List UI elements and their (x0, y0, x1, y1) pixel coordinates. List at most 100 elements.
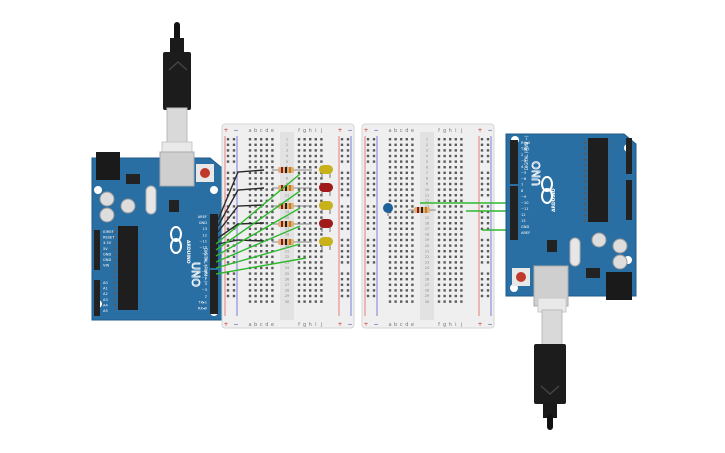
bb1-row-number: 24 (285, 266, 289, 270)
pin-label: ~11 (199, 239, 207, 243)
jumper-wire[interactable] (217, 204, 265, 233)
bb1-column-letter: j (320, 322, 322, 328)
bb2-column-letter: h (449, 128, 452, 134)
resistor[interactable] (278, 203, 294, 209)
left-wires[interactable] (215, 169, 307, 275)
atmega-chip (588, 138, 608, 222)
pin-label: VIN (103, 264, 110, 268)
right-wires[interactable] (420, 202, 506, 231)
bb2-row-number: 27 (425, 283, 429, 287)
jumper-wire[interactable] (217, 169, 265, 221)
pin-label: ~3 (202, 288, 207, 292)
pin-label: ~6 (202, 270, 208, 274)
bb1-column-letter: d (265, 128, 268, 134)
right-resistor[interactable] (408, 207, 436, 213)
pin-label: A0 (103, 281, 108, 285)
led-red[interactable] (319, 183, 333, 196)
bb2-column-letter: g (443, 128, 446, 134)
bb1-row-number: 28 (285, 289, 289, 293)
resistor[interactable] (278, 239, 294, 245)
jumper-wire[interactable] (215, 173, 301, 245)
jumper-wire[interactable] (215, 225, 301, 263)
jumper-wire[interactable] (217, 222, 265, 239)
bb1-row-number: 18 (285, 233, 289, 237)
right-blue-led[interactable] (383, 203, 393, 216)
bb2-column-letter: g (443, 322, 446, 328)
bb2-row-number: 22 (425, 255, 429, 259)
right-usb-cable[interactable] (534, 297, 567, 430)
led-yellow[interactable] (319, 165, 333, 178)
pin-label: GND (103, 252, 111, 256)
bb1-row-number: 4 (286, 154, 288, 158)
reset-button[interactable] (516, 272, 526, 282)
pin-label: 4 (205, 282, 208, 286)
bb1-column-letter: f (298, 128, 300, 134)
led-red[interactable] (319, 219, 333, 232)
bb1-column-letter: b (254, 128, 257, 134)
pin-label: 7 (205, 264, 207, 268)
pin-label: GND (103, 258, 111, 262)
board-model: UNO (530, 161, 543, 186)
bb1-rail-plus-label: + (337, 321, 342, 328)
jumper-wire[interactable] (217, 187, 265, 227)
jumper-wire[interactable] (215, 243, 301, 269)
bb1-column-letter: h (309, 322, 312, 328)
bb1-row-number: 12 (285, 199, 289, 203)
analog-header (94, 280, 100, 316)
pin-label: GND (199, 221, 207, 225)
bb2-column-letter: i (455, 128, 456, 134)
left-arduino-uno-board[interactable]: ARDUINO UNO DIGITAL (PWM ~) AREFGND1312~… (91, 151, 223, 321)
bb2-column-letter: e (411, 322, 414, 328)
bb1-rail-minus-label: − (347, 127, 352, 134)
resistor[interactable] (278, 221, 294, 227)
pin-label: 7 (521, 183, 523, 187)
bb2-row-number: 12 (425, 199, 429, 203)
pin-label: TX▸1 (520, 147, 530, 151)
bb2-row-number: 3 (426, 149, 428, 153)
atmega-chip (118, 226, 138, 310)
bb2-column-letter: d (405, 128, 408, 134)
bb1-rail-plus-label: + (223, 321, 228, 328)
bb1-column-letter: c (260, 322, 263, 328)
led-yellow[interactable] (319, 237, 333, 250)
pin-label: 3.3V (103, 241, 112, 245)
jumper-wire[interactable] (217, 239, 265, 245)
bb1-row-number: 1 (286, 137, 288, 141)
pin-label: 12 (202, 233, 207, 237)
jumper-wire[interactable] (215, 190, 301, 251)
jumper-wire[interactable] (215, 207, 301, 257)
bb1-column-letter: a (248, 322, 251, 328)
board-brand: ARDUINO (551, 188, 557, 212)
bb2-row-number: 8 (426, 177, 428, 181)
pin-label: A3 (103, 298, 108, 302)
bb2-row-number: 23 (425, 261, 429, 265)
pin-label: AREF (521, 231, 530, 235)
bb2-column-letter: b (394, 128, 397, 134)
power-header (94, 230, 100, 270)
bb2-row-number: 25 (425, 272, 429, 276)
bb1-column-letter: f (298, 322, 300, 328)
bb2-column-letter: j (460, 128, 462, 134)
bb2-column-letter: e (411, 128, 414, 134)
bb2-row-number: 9 (426, 182, 428, 186)
bb2-row-number: 20 (425, 244, 429, 248)
bb1-row-number: 22 (285, 255, 289, 259)
bb2-row-number: 6 (426, 165, 428, 169)
power-jack (96, 152, 120, 180)
bb2-row-number: 29 (425, 294, 429, 298)
bb2-row-number: 30 (425, 300, 429, 304)
bb1-row-number: 11 (285, 193, 289, 197)
jumper-wire[interactable] (215, 257, 307, 275)
bb1-row-number: 8 (286, 177, 288, 181)
bb2-column-letter: d (405, 322, 408, 328)
bb2-row-number: 5 (426, 160, 428, 164)
reset-button[interactable] (200, 168, 210, 178)
resistor[interactable] (278, 167, 294, 173)
led-yellow[interactable] (319, 201, 333, 214)
